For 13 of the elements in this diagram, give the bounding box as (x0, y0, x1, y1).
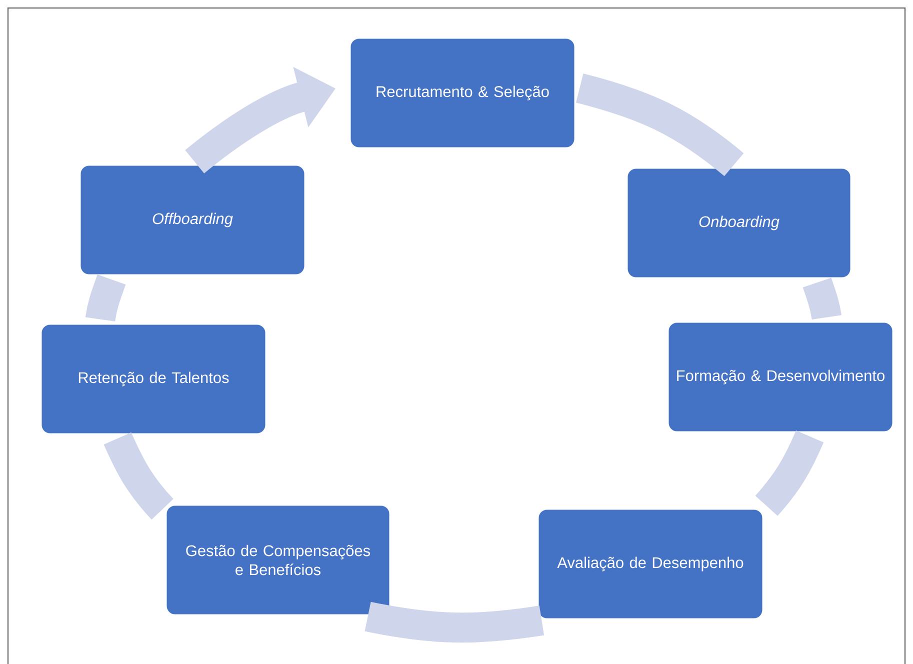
ring-segment (755, 430, 824, 516)
process-box: Gestão de Compensações e Benefícios (165, 504, 391, 616)
process-box: Offboarding (79, 164, 306, 276)
ring-segment (802, 278, 842, 320)
ring-segment (364, 602, 544, 643)
process-box: Recrutamento & Seleção (349, 37, 576, 149)
process-box: Retenção de Talentos (40, 323, 267, 435)
process-box: Formação & Desenvolvimento (667, 321, 894, 433)
process-box: Avaliação de Desempenho (537, 508, 764, 620)
ring-segment (85, 274, 126, 322)
process-box: Onboarding (626, 167, 852, 279)
ring-segment (576, 74, 744, 176)
ring-segment (104, 432, 174, 520)
